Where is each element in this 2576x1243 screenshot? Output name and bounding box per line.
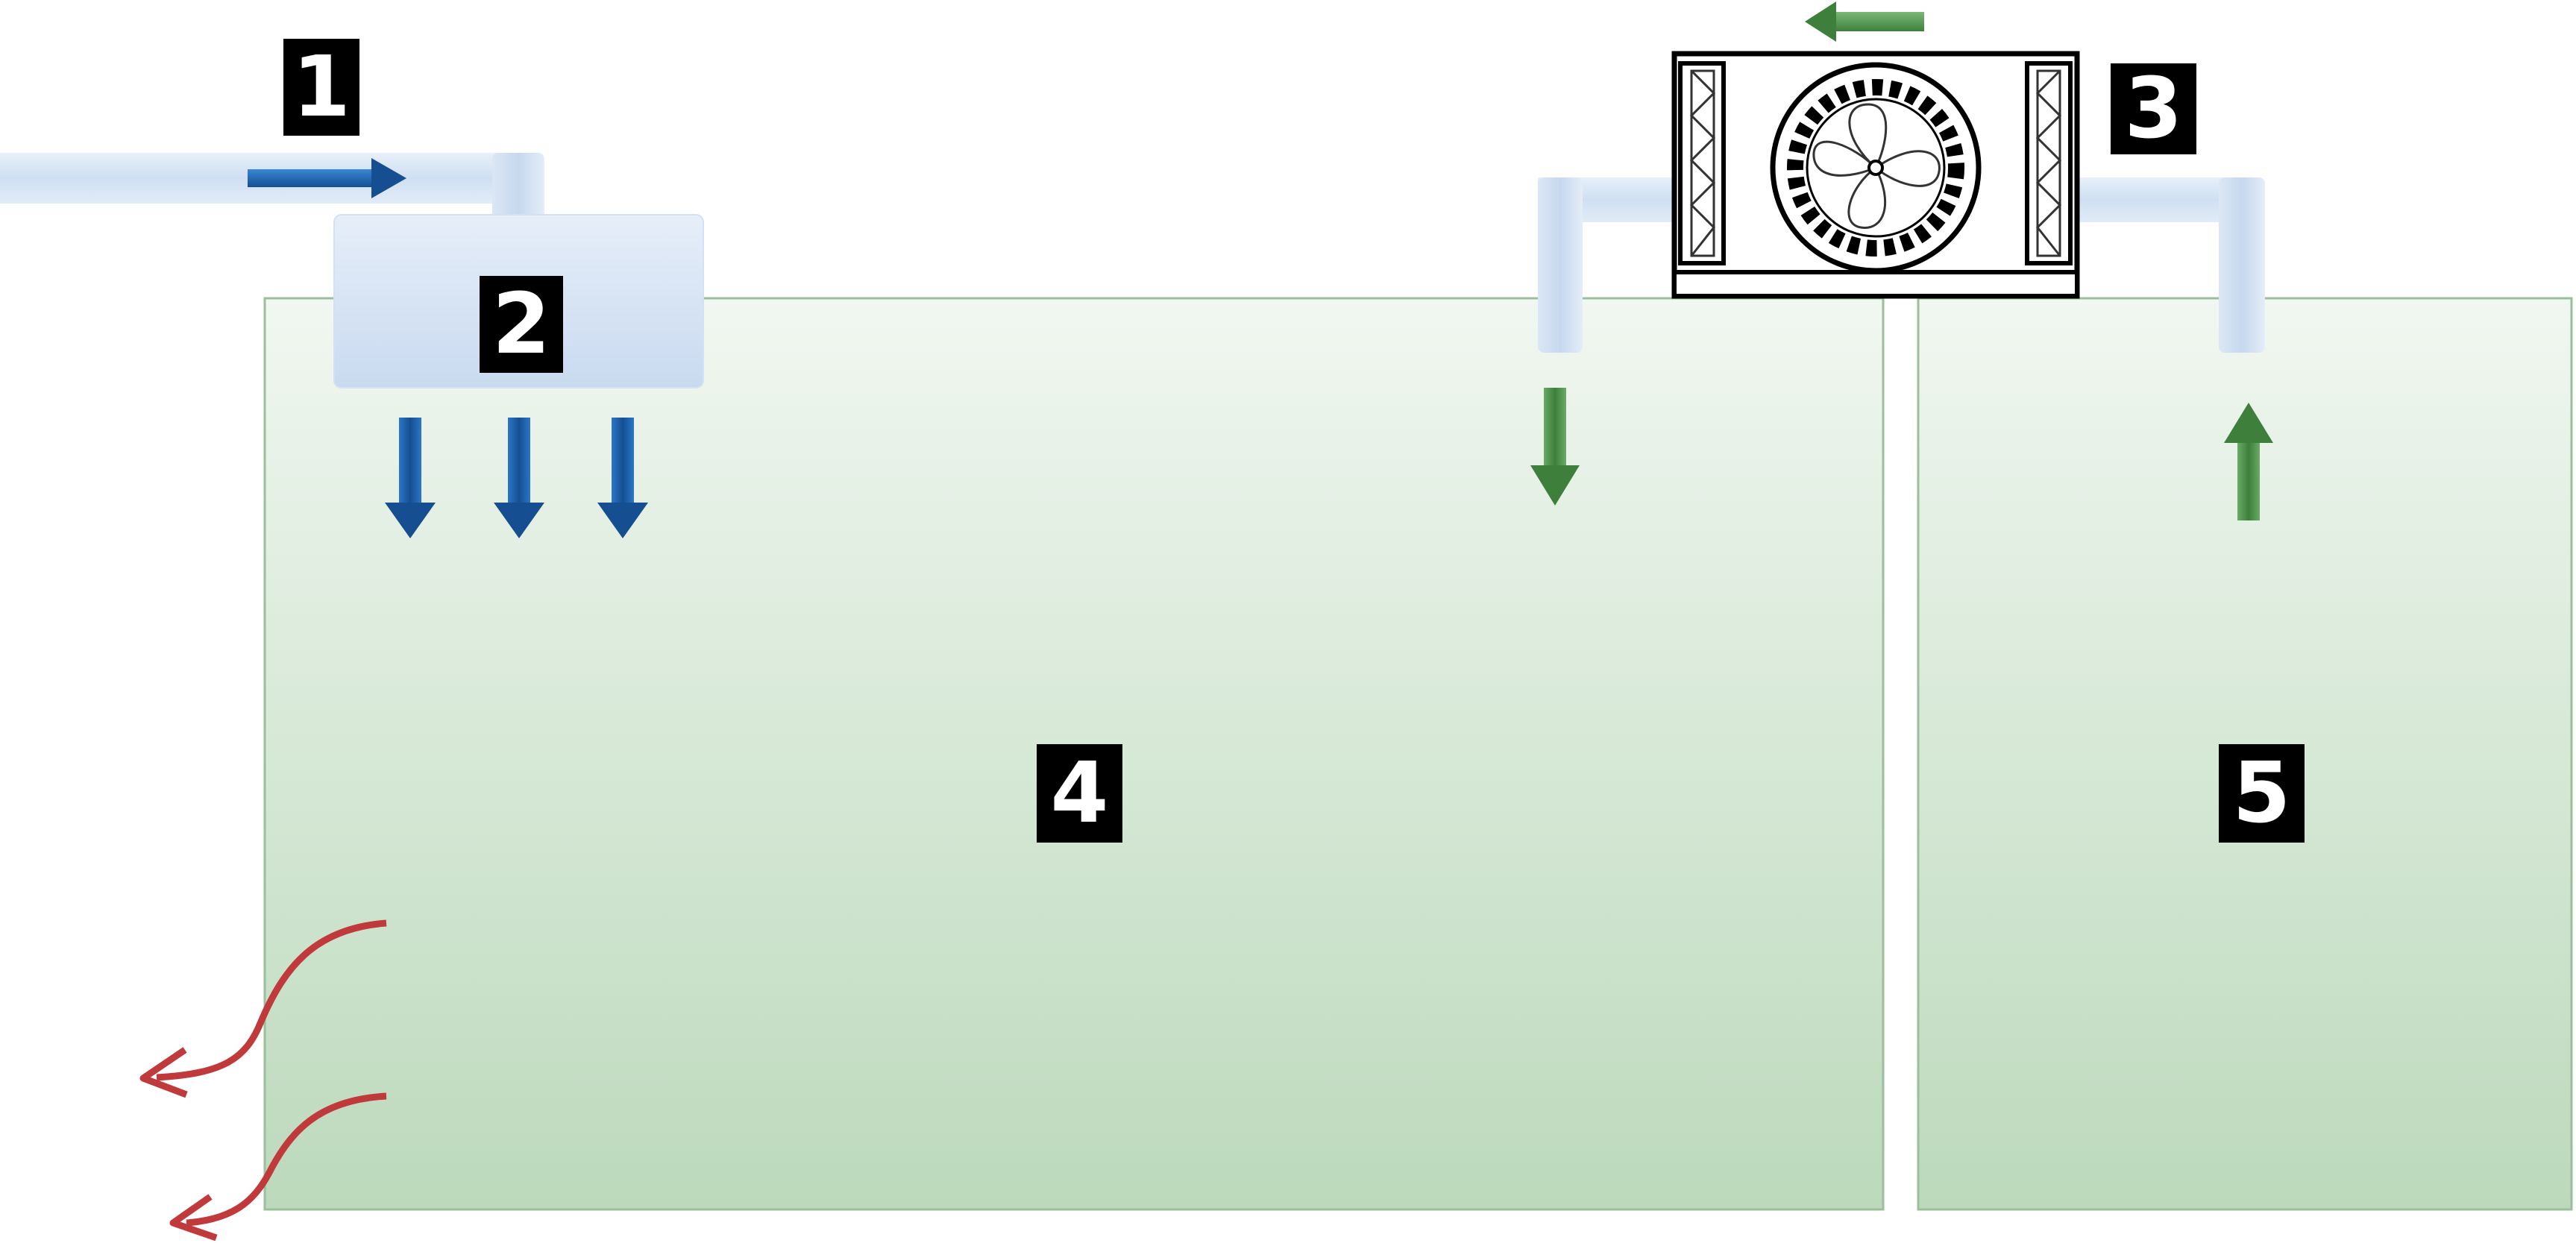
return-pipe-right: [2073, 177, 2265, 353]
return-pipe-left: [1538, 177, 1677, 353]
filter-icon: [2025, 61, 2073, 265]
label-4: 4: [1037, 744, 1122, 843]
fan-unit: [1671, 51, 2080, 299]
exhaust-arrow: [169, 1092, 387, 1242]
supply-inflow-arrow: [248, 158, 406, 198]
supply-down-arrow: [494, 418, 544, 538]
supply-down-arrow: [597, 418, 648, 538]
supply-down-arrows: [385, 418, 648, 538]
label-5: 5: [2219, 744, 2305, 843]
label-2: 2: [480, 276, 563, 373]
label-3: 3: [2111, 63, 2196, 154]
exhaust-arrow: [139, 919, 387, 1098]
fan-flow-arrow: [1805, 1, 1924, 42]
fan-icon: [1770, 62, 1982, 274]
filter-icon: [1678, 61, 1726, 265]
extract-up-arrow: [2224, 403, 2273, 520]
extract-down-arrow: [1530, 388, 1580, 506]
exhaust-arrows: [139, 919, 387, 1242]
label-1: 1: [283, 39, 359, 136]
supply-down-arrow: [385, 418, 436, 538]
